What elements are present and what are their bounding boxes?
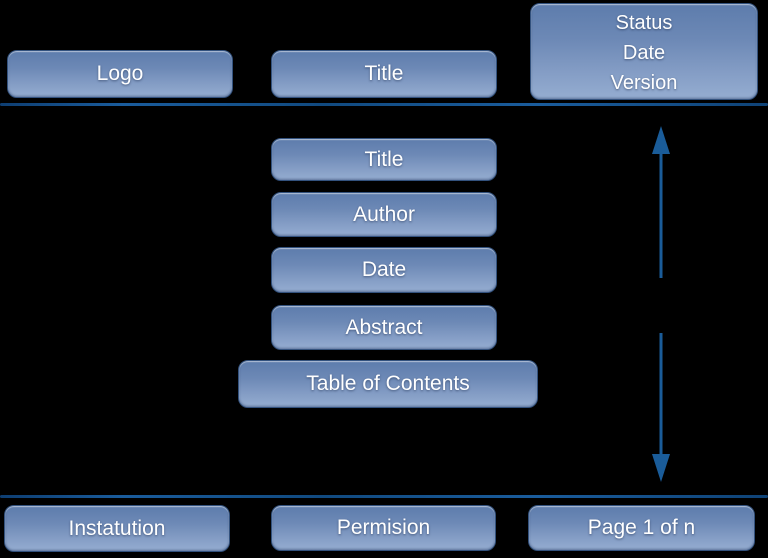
version-line: Version [610, 71, 678, 94]
footer-separator-line [0, 495, 768, 498]
author-box: Author [271, 192, 497, 237]
date-box: Date [271, 247, 497, 293]
logo-box: Logo [7, 50, 233, 98]
header-title-box: Title [271, 50, 497, 98]
table-of-contents-box: Table of Contents [238, 360, 538, 408]
header-separator-line [0, 103, 768, 106]
abstract-box: Abstract [271, 305, 497, 350]
date-line: Date [622, 41, 666, 64]
status-line: Status [615, 11, 673, 34]
permission-box: Permision [271, 505, 496, 551]
body-title-box: Title [271, 138, 497, 181]
vertical-double-arrow-icon [652, 126, 670, 482]
institution-box: Instatution [4, 505, 230, 552]
status-date-version-box: Status Date Version [530, 3, 758, 100]
page-number-box: Page 1 of n [528, 505, 755, 551]
